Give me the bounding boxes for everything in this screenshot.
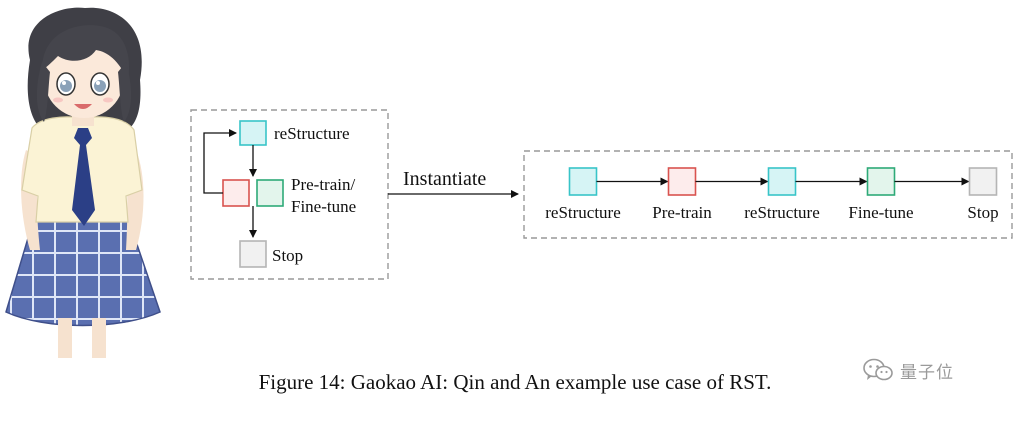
restructure-node: [239, 120, 267, 146]
stop-node: [239, 240, 267, 268]
pipeline-step-label: Stop: [967, 203, 998, 222]
pipeline-box: reStructure Pre-train reStructure Fine-tune…: [523, 150, 1013, 239]
pretrain-finetune-label-line1: Pre-train/: [291, 175, 355, 194]
pipeline-step-label: reStructure: [545, 203, 621, 222]
pipeline-step-node: [767, 167, 797, 196]
figure-caption: Figure 14: Gaokao AI: Qin and An example…: [258, 370, 772, 394]
instantiate-connector: Instantiate: [388, 168, 519, 198]
wechat-icon: [863, 358, 893, 381]
pipeline-step-node: [667, 167, 697, 196]
watermark: 量子位: [862, 356, 954, 384]
right-dashed-border: [523, 150, 1013, 239]
mouth: [74, 104, 92, 109]
instantiate-label: Instantiate: [403, 168, 486, 190]
plaid-skirt: [5, 217, 161, 327]
pretrain-node: [222, 179, 250, 207]
pipeline-steps: reStructure Pre-train reStructure Fine-tune…: [545, 167, 999, 222]
pipeline-step-label: Fine-tune: [848, 203, 913, 222]
necktie: [72, 128, 95, 226]
pipeline-step-node: [968, 167, 998, 196]
restructure-label: reStructure: [274, 124, 350, 143]
pipeline-step-label: reStructure: [744, 203, 820, 222]
anime-girl-illustration: [5, 7, 161, 358]
rst-loop-box: reStructure Pre-train/ Fine-tune Stop: [190, 109, 389, 280]
loop-back-arrow: [203, 129, 237, 194]
pipeline-step-node: [866, 167, 896, 196]
stop-label: Stop: [272, 246, 303, 265]
finetune-node: [256, 179, 284, 207]
pipeline-step-node: [568, 167, 598, 196]
pretrain-finetune-label-line2: Fine-tune: [291, 197, 356, 216]
pipeline-step-label: Pre-train: [652, 203, 712, 222]
watermark-text: 量子位: [900, 362, 954, 383]
